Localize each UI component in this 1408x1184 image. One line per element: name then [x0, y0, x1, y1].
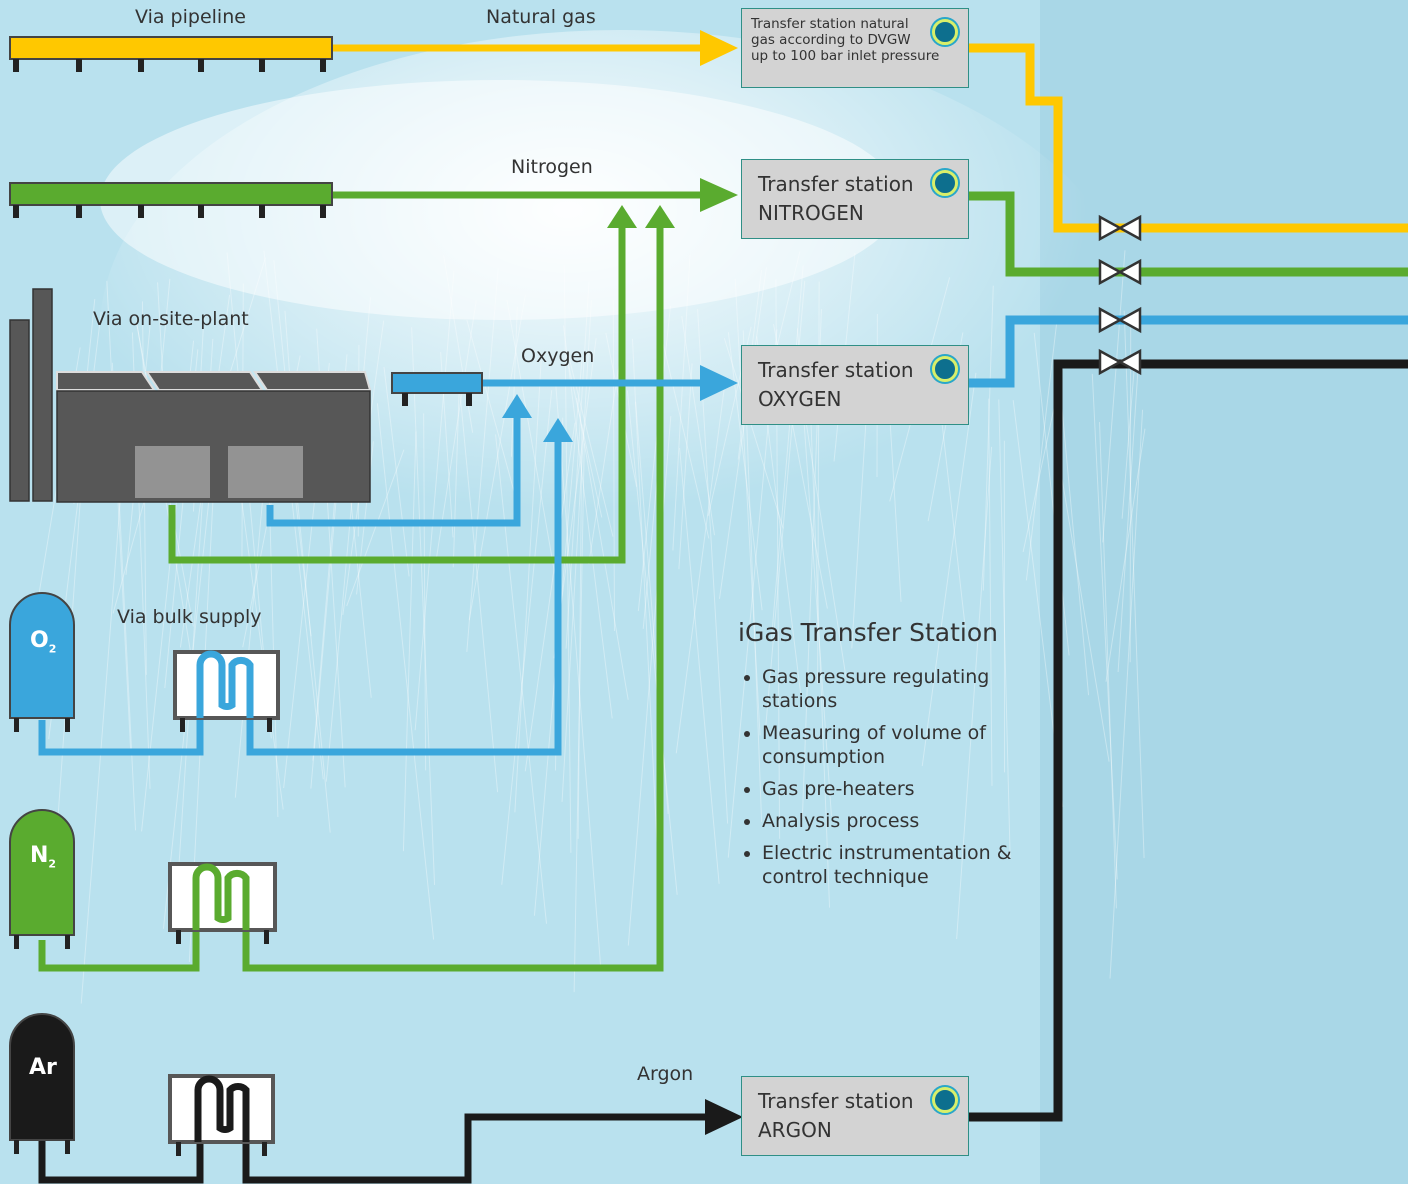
via-onsite-plant-label: Via on-site-plant — [93, 308, 249, 330]
nitrogen-label: Nitrogen — [511, 156, 593, 178]
nitrogen-line — [38, 178, 1408, 972]
natural-gas-label: Natural gas — [486, 6, 596, 28]
list-item: Electric instrumentation & control techn… — [762, 841, 1028, 889]
station-text: up to 100 bar inlet pressure — [751, 48, 940, 64]
station-text: OXYGEN — [758, 387, 842, 411]
oxygen-tank-label: O2 — [30, 628, 57, 656]
nitrogen-tank-icon — [9, 809, 75, 949]
valve-icon — [1098, 348, 1142, 376]
station-text: Transfer station — [758, 358, 914, 382]
nitrogen-pipeline-icon — [9, 182, 333, 218]
oxygen-transfer-station[interactable]: Transfer station OXYGEN — [741, 345, 969, 425]
valve-icon — [1098, 214, 1142, 242]
status-indicator-icon — [932, 1087, 958, 1113]
station-text: Transfer station — [758, 172, 914, 196]
natural-gas-transfer-station[interactable]: Transfer station natural gas according t… — [741, 8, 969, 88]
nitrogen-transfer-station[interactable]: Transfer station NITROGEN — [741, 159, 969, 239]
argon-tank-icon — [9, 1013, 75, 1154]
oxygen-tank-icon — [9, 592, 75, 732]
argon-tank-label: Ar — [29, 1055, 57, 1080]
info-panel: iGas Transfer Station Gas pressure regul… — [738, 618, 1028, 897]
nitrogen-tank-label: N2 — [30, 843, 57, 871]
oxygen-pipeline-icon — [391, 372, 483, 406]
argon-heater-icon — [168, 1074, 275, 1156]
valve-icon — [1098, 306, 1142, 334]
list-item: Analysis process — [762, 809, 1028, 833]
station-text: Transfer station natural — [751, 16, 909, 32]
valve-icon — [1098, 258, 1142, 286]
via-pipeline-label: Via pipeline — [135, 6, 246, 28]
station-text: gas according to DVGW — [751, 32, 911, 48]
status-indicator-icon — [932, 356, 958, 382]
list-item: Gas pre-heaters — [762, 777, 1028, 801]
via-bulk-supply-label: Via bulk supply — [117, 606, 262, 628]
list-item: Gas pressure regulating stations — [762, 665, 1028, 713]
natural-gas-pipeline-icon — [9, 36, 333, 72]
station-text: Transfer station — [758, 1089, 914, 1113]
list-item: Measuring of volume of consumption — [762, 721, 1028, 769]
oxygen-line — [38, 315, 1408, 756]
status-indicator-icon — [932, 170, 958, 196]
feature-list: Gas pressure regulating stations Measuri… — [738, 665, 1028, 889]
nitrogen-heater-icon — [168, 862, 277, 944]
argon-transfer-station[interactable]: Transfer station ARGON — [741, 1076, 969, 1156]
status-indicator-icon — [932, 19, 958, 45]
oxygen-heater-icon — [173, 650, 280, 732]
info-title: iGas Transfer Station — [738, 618, 998, 647]
onsite-plant-icon — [9, 288, 372, 503]
station-text: NITROGEN — [758, 201, 864, 225]
argon-label: Argon — [637, 1063, 694, 1085]
argon-line — [38, 359, 1408, 1184]
oxygen-label: Oxygen — [521, 345, 595, 367]
station-text: ARGON — [758, 1118, 832, 1142]
